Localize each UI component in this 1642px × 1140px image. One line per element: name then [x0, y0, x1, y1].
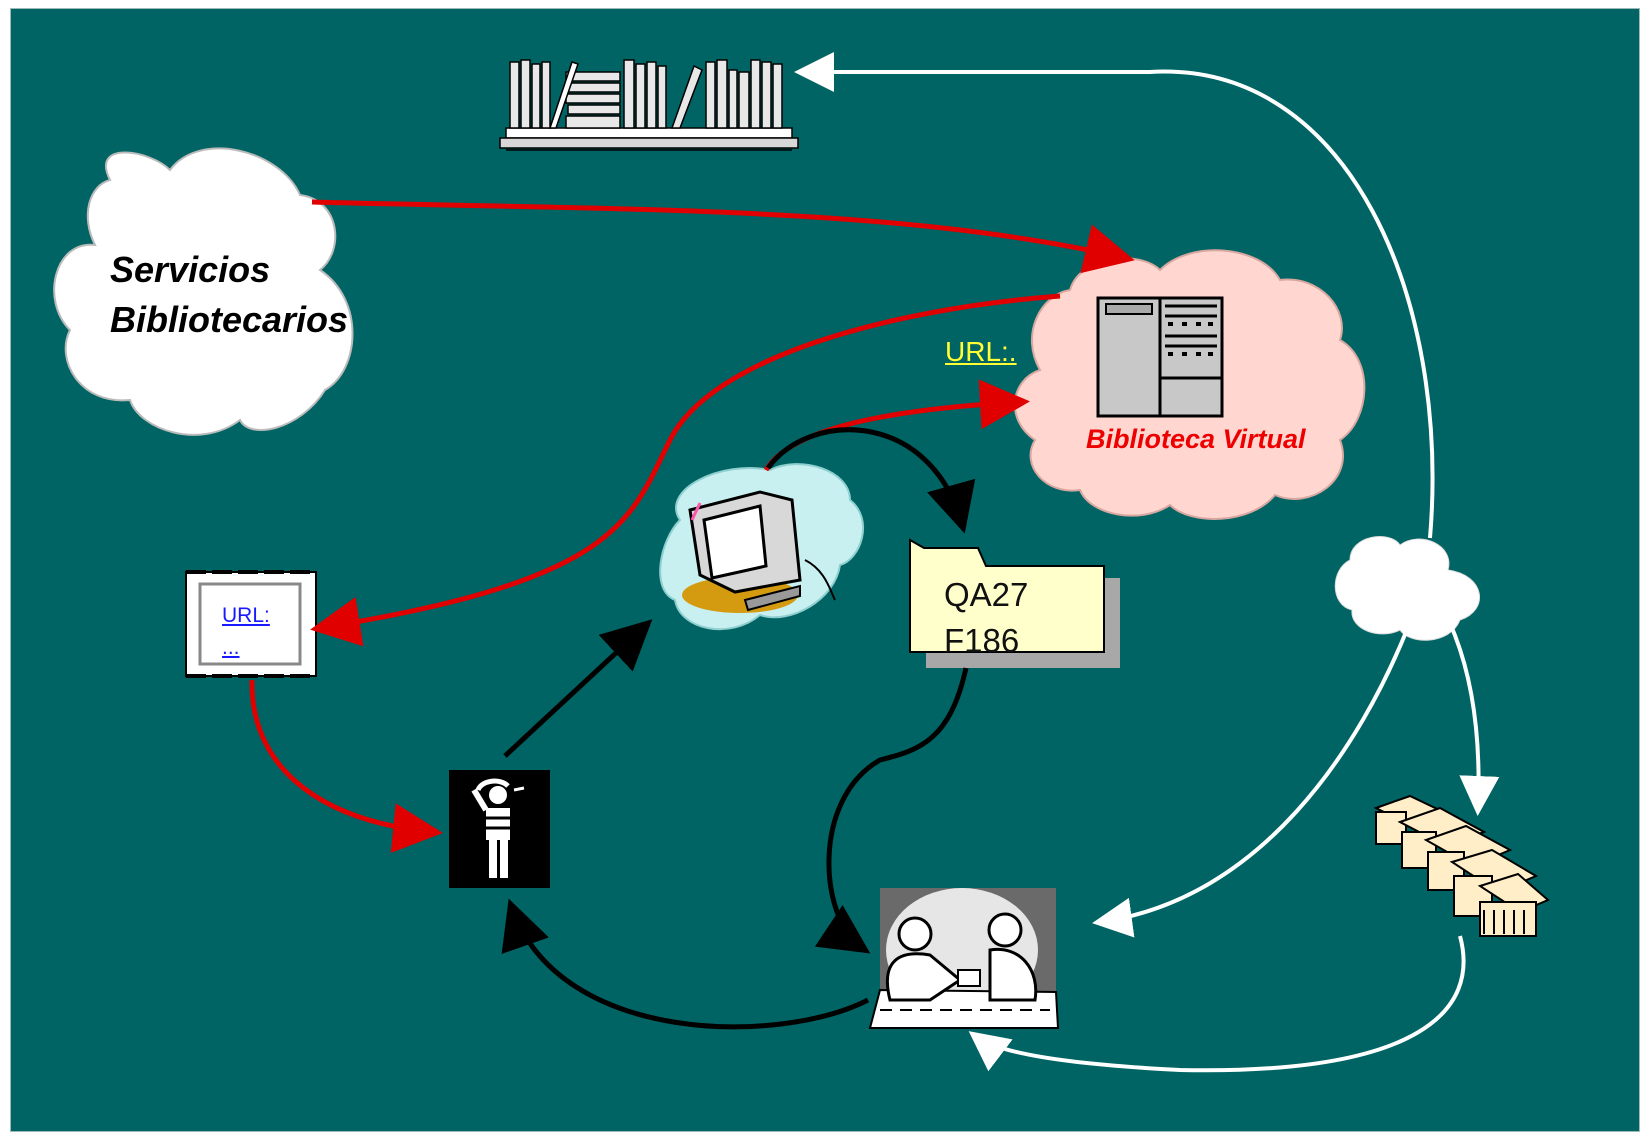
arrow-document-to-person — [249, 679, 443, 853]
services-line2: Bibliotecarios — [110, 299, 349, 340]
server-icon — [1096, 296, 1224, 418]
arrow-libraries-to-librarians — [968, 935, 1466, 1073]
arrow-folder-to-librarians — [814, 667, 969, 954]
folder-line1: QA27 — [944, 576, 1029, 613]
virtual-library-label: Biblioteca Virtual — [1086, 424, 1306, 454]
folder-call-number: QA27 F186 — [944, 572, 1028, 664]
folder-line2: F186 — [944, 622, 1020, 659]
document-url-line2[interactable]: ... — [222, 636, 240, 659]
arrow-cloud-to-libraries — [1450, 627, 1500, 816]
services-cloud — [53, 147, 354, 436]
document-url-line1[interactable]: URL: — [222, 604, 270, 627]
small-cloud-icon — [1334, 536, 1480, 641]
services-cloud-label: Servicios Bibliotecarios — [110, 245, 348, 345]
libraries-icon — [1373, 794, 1550, 937]
arrow-computer-to-folder — [765, 427, 976, 534]
arrow-cloud-to-bookshelf — [794, 52, 1435, 539]
document-url-link[interactable]: URL: ... — [222, 600, 270, 664]
services-line1: Servicios — [110, 249, 271, 290]
arrow-person-to-computer — [503, 619, 653, 758]
folder-icon — [909, 538, 1120, 668]
document-icon — [185, 570, 317, 678]
arrow-services-to-virtual — [311, 199, 1135, 274]
bookshelf-icon — [499, 59, 799, 151]
arrow-cloud-to-librarians — [1092, 621, 1412, 938]
virtual-library-url-link[interactable]: URL:. — [945, 336, 1017, 367]
person-icon — [449, 770, 550, 888]
computer-icon — [659, 463, 865, 631]
librarians-icon — [868, 888, 1060, 1029]
arrow-virtual-to-document — [310, 293, 1061, 647]
arrow-librarians-to-person — [501, 898, 870, 1030]
